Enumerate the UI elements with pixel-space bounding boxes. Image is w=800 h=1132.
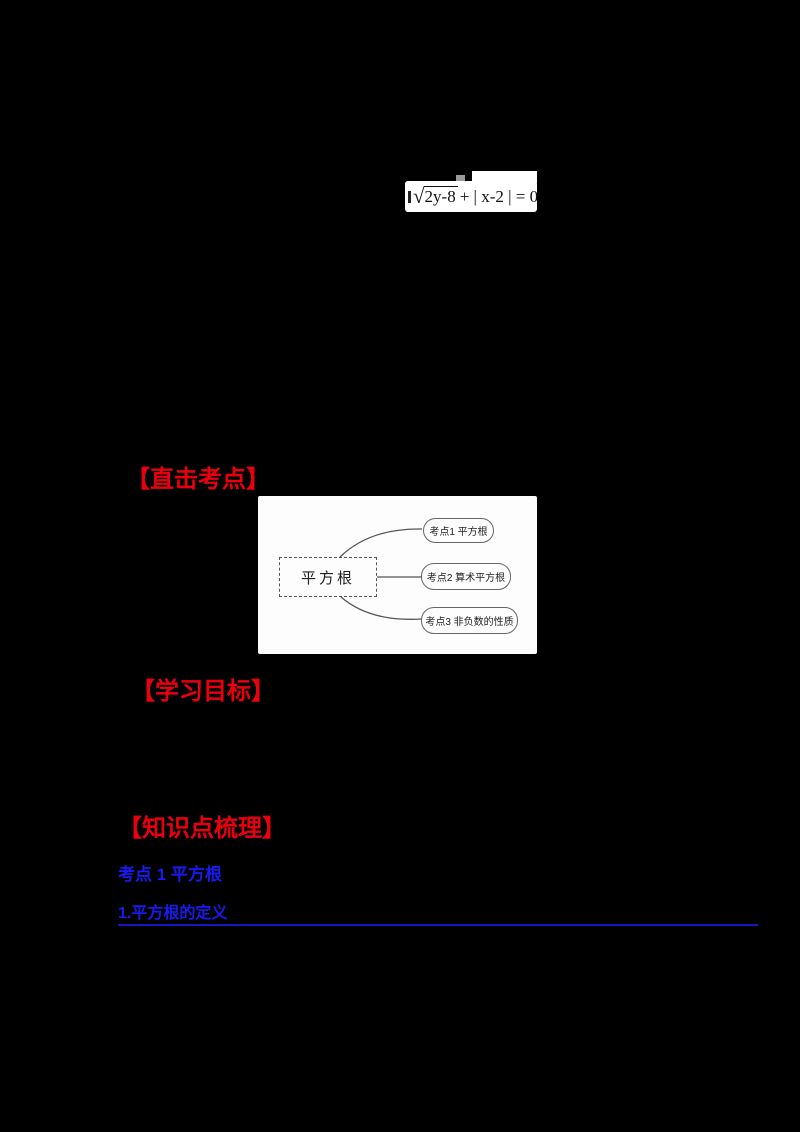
formula-rest: + | x-2 | = 0 bbox=[459, 186, 539, 206]
mindmap-node-3: 考点3 非负数的性质 bbox=[421, 607, 518, 634]
knowledge-item-underline: 1.平方根的定义 bbox=[118, 904, 758, 926]
section-title-knowledge-review: 【知识点梳理】 bbox=[118, 815, 286, 842]
mindmap-panel: 平方根 考点1 平方根 考点2 算术平方根 考点3 非负数的性质 bbox=[258, 496, 537, 654]
mindmap-node-2: 考点2 算术平方根 bbox=[421, 563, 511, 590]
grey-highlight-bar bbox=[535, 190, 800, 202]
knowledge-item-heading: 1.平方根的定义 bbox=[118, 905, 228, 922]
radical-icon: √ bbox=[413, 184, 425, 208]
mindmap-root-node: 平方根 bbox=[279, 557, 377, 597]
exam-point-heading: 考点 1 平方根 bbox=[118, 865, 222, 884]
mindmap-node-1: 考点1 平方根 bbox=[423, 518, 494, 543]
grey-artifact-square bbox=[456, 175, 465, 181]
cursor-mark bbox=[408, 190, 411, 203]
formula-radicand: 2y-8 bbox=[423, 186, 458, 206]
connector-lines bbox=[339, 528, 423, 620]
formula-image-fragment bbox=[472, 171, 537, 183]
section-title-exam-focus: 【直击考点】 bbox=[126, 466, 270, 493]
section-title-learning-goals: 【学习目标】 bbox=[131, 678, 275, 705]
math-formula: √ 2y-8 + | x-2 | = 0 bbox=[405, 181, 539, 212]
